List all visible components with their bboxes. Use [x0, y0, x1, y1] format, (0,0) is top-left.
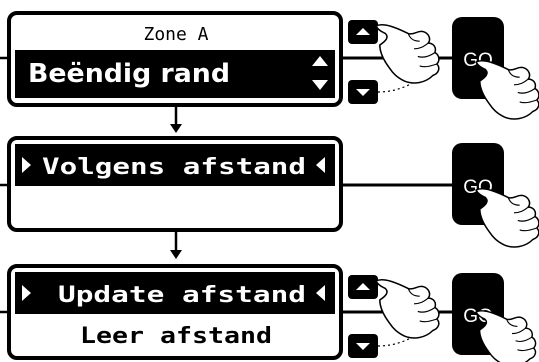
flow-arrow-2: [170, 230, 182, 259]
arrow-down-key[interactable]: [348, 80, 378, 104]
lcd-screen-3: Update afstand Leer afstand: [0, 264, 343, 360]
selected-row-highlight: [15, 50, 335, 98]
selector-right-triangle-icon: [22, 157, 31, 173]
selector-right-triangle-icon: [22, 285, 31, 301]
pointing-hand-icon: [375, 24, 440, 84]
arrow-up-key[interactable]: [348, 20, 378, 44]
selected-row-highlight: [15, 272, 335, 314]
zone-header-label: Zone A: [143, 24, 208, 45]
selected-row-highlight: [15, 144, 335, 186]
menu-item-leer-afstand[interactable]: Leer afstand: [80, 324, 272, 349]
lcd-screen-1: Zone A Beëndig rand: [0, 11, 343, 107]
menu-item-beendig-rand[interactable]: Beëndig rand: [28, 59, 230, 89]
controls-row-1: GO: [341, 17, 539, 120]
flow-arrow-1: [170, 105, 182, 133]
controls-row-2: GO: [341, 143, 539, 248]
menu-item-volgens-afstand[interactable]: Volgens afstand: [42, 155, 306, 180]
up-down-scroll-icon: [312, 56, 328, 90]
pointing-hand-icon: [375, 279, 440, 339]
pointing-hand-icon: [475, 188, 539, 248]
arrow-up-key[interactable]: [348, 275, 378, 299]
controls-row-3: GO: [341, 273, 537, 362]
lcd-screen-2: Volgens afstand: [0, 136, 343, 232]
selector-left-triangle-icon: [316, 285, 325, 301]
arrow-down-key[interactable]: [348, 334, 378, 358]
menu-item-update-afstand[interactable]: Update afstand: [58, 283, 306, 308]
selector-left-triangle-icon: [316, 157, 325, 173]
pointing-hand-icon: [475, 60, 539, 120]
